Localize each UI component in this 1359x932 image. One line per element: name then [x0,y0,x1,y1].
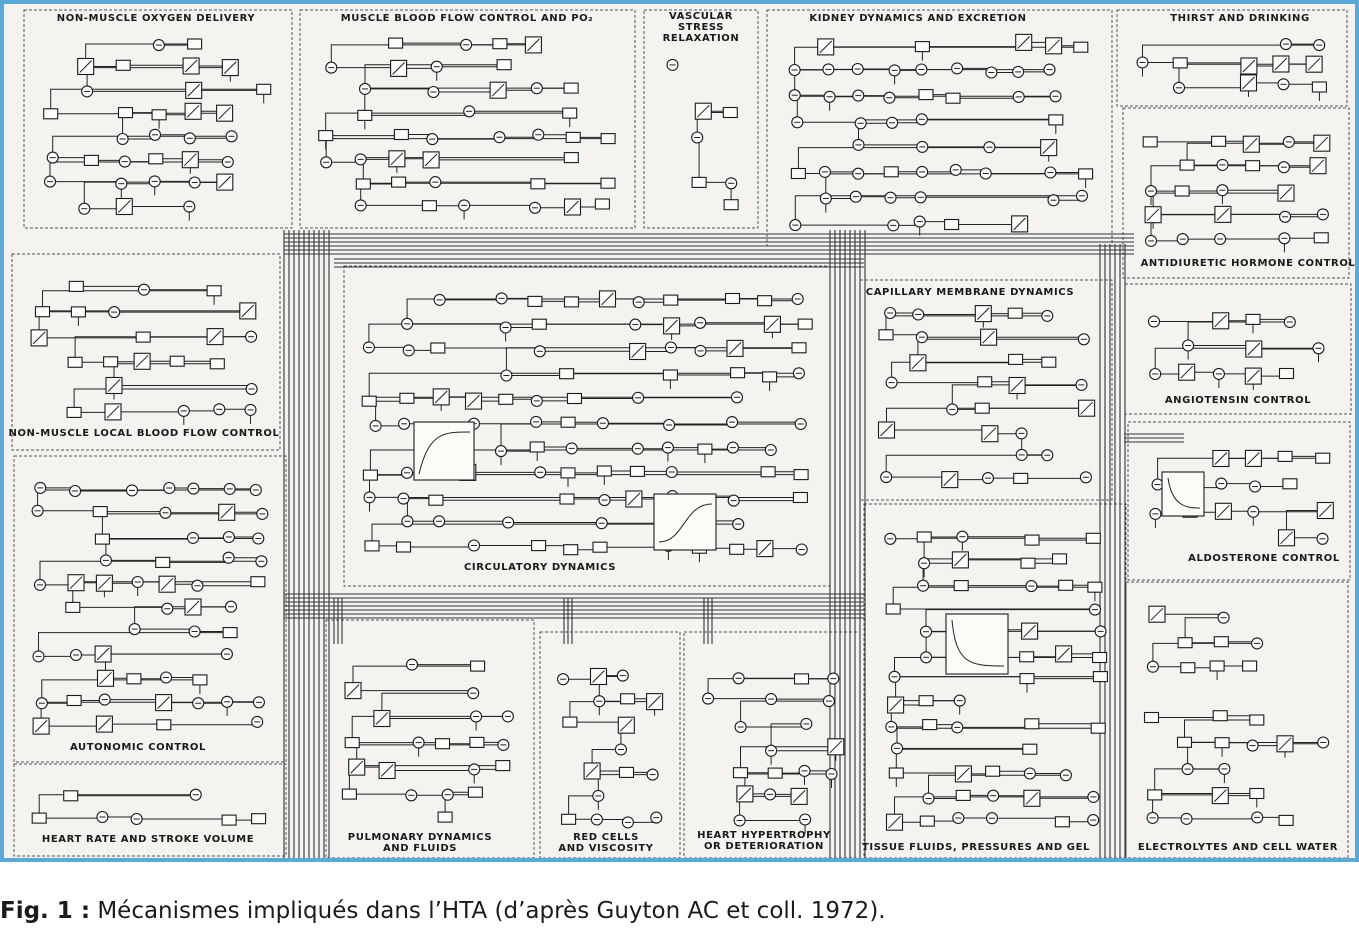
red-cells-and-viscosity-box [539,631,681,858]
heart-hypertrophy-or-deterioration-box [683,631,861,858]
kidney-dynamics-label: KIDNEY DYNAMICS AND EXCRETION [809,13,1026,24]
antidiuretic-hormone-control-box [1122,107,1350,279]
non-muscle-oxygen-delivery-label: NON-MUSCLE OXYGEN DELIVERY [57,13,256,24]
heart-rate-and-stroke-volume-circuit [31,788,267,826]
function-curve-insets [413,421,1205,675]
muscle-blood-flow-control-box [299,9,636,229]
heart-hypertrophy-or-deterioration-circuit [702,672,845,834]
angiotensin-control-label: ANGIOTENSIN CONTROL [1165,395,1311,406]
circulatory-dynamics-label: CIRCULATORY DYNAMICS [464,562,616,573]
diagram-canvas: NON-MUSCLE OXYGEN DELIVERY MUSCLE BLOOD F… [8,9,1355,858]
non-muscle-oxygen-delivery-box [23,9,293,229]
figure-caption: Fig. 1 : Mécanismes impliqués dans l’HTA… [0,898,1359,924]
muscle-blood-flow-control-label: MUSCLE BLOOD FLOW CONTROL AND PO₂ [341,13,594,24]
heart-rate-and-stroke-volume-label: HEART RATE AND STROKE VOLUME [42,834,254,845]
guyton-model-diagram: NON-MUSCLE OXYGEN DELIVERY MUSCLE BLOOD F… [4,4,1355,858]
autonomic-control-box [13,455,287,763]
electrolytes-and-cell-water-circuit [1143,605,1330,826]
module-labels: NON-MUSCLE OXYGEN DELIVERY MUSCLE BLOOD F… [8,11,1355,854]
caption-text: Mécanismes impliqués dans l’HTA (d’après… [90,898,886,924]
circulatory-dynamics-circuit [361,290,813,563]
kidney-dynamics-box [766,9,1113,247]
aldosterone-control-box [1127,421,1351,581]
kidney-dynamics-circuit [788,33,1094,236]
module-circuits [30,33,1334,834]
antidiuretic-hormone-control-circuit [1142,134,1331,253]
figure-frame: NON-MUSCLE OXYGEN DELIVERY MUSCLE BLOOD F… [0,0,1359,862]
module-boxes [11,9,1352,858]
aldosterone-control-label: ALDOSTERONE CONTROL [1188,553,1340,564]
non-muscle-local-blood-flow-control-label: NON-MUSCLE LOCAL BLOOD FLOW CONTROL [8,428,279,439]
electrolytes-and-cell-water-label: ELECTROLYTES AND CELL WATER [1138,842,1338,853]
antidiuretic-hormone-control-label: ANTIDIURETIC HORMONE CONTROL [1141,258,1355,269]
red-cells-and-viscosity-circuit [557,667,664,829]
tissue-fluids-pressures-and-gel-circuit [884,530,1108,831]
autonomic-control-label: AUTONOMIC CONTROL [70,742,206,753]
caption-label: Fig. 1 : [0,898,91,924]
vascular-stress-relaxation-box [643,9,759,229]
non-muscle-oxygen-delivery-circuit [43,38,272,221]
pulmonary-dynamics-and-fluids-box [325,619,535,858]
tissue-fluids-pressures-and-gel-box [863,503,1127,858]
capillary-membrane-dynamics-label: CAPILLARY MEMBRANE DYNAMICS [866,287,1075,298]
non-muscle-local-blood-flow-control-box [11,253,281,451]
non-muscle-local-blood-flow-control-circuit [30,280,258,425]
angiotensin-control-circuit [1147,312,1325,391]
electrolytes-and-cell-water-box [1125,581,1349,858]
interconnect-buses [283,230,1184,858]
thirst-and-drinking-circuit [1136,38,1327,101]
muscle-blood-flow-control-circuit [318,36,616,220]
thirst-and-drinking-box [1116,9,1348,107]
autonomic-control-circuit [31,481,269,735]
pulmonary-dynamics-and-fluids-circuit [341,658,514,823]
capillary-membrane-dynamics-box [859,279,1113,501]
vascular-stress-relaxation-circuit [666,58,739,211]
thirst-and-drinking-label: THIRST AND DRINKING [1170,13,1310,24]
heart-rate-and-stroke-volume-box [13,763,287,857]
capillary-membrane-dynamics-circuit [877,305,1096,489]
tissue-fluids-pressures-and-gel-label: TISSUE FLUIDS, PRESSURES AND GEL [862,842,1090,853]
